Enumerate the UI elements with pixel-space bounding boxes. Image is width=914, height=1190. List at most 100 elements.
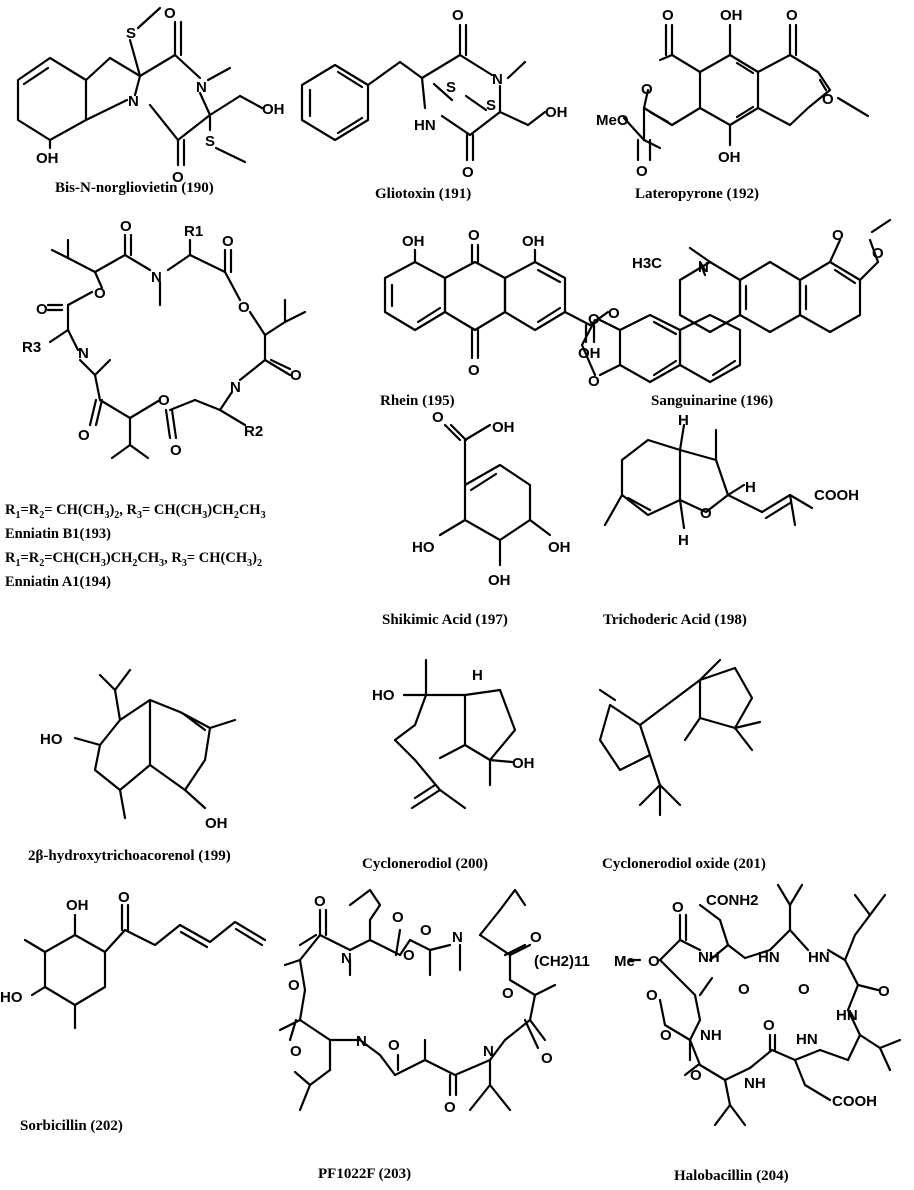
structure-202: OH O HO (0, 889, 267, 1030)
structure-201 (598, 658, 762, 817)
atom-o: O (646, 987, 658, 1004)
atom-o: O (700, 505, 712, 522)
atom-n: N (341, 950, 352, 967)
atom-o: O (420, 922, 432, 939)
atom-o: O (502, 985, 514, 1002)
atom-nh: NH (744, 1075, 766, 1092)
atom-o: O (786, 7, 798, 24)
atom-o: O (452, 7, 464, 24)
atom-s: S (205, 133, 215, 150)
atom-conh2: CONH2 (706, 892, 759, 909)
structure-203: N O N O O O O O N O O N O O O (278, 888, 557, 1116)
atom-ho: HO (40, 731, 63, 748)
atom-o: O (78, 427, 90, 444)
atom-nh: NH (698, 949, 720, 966)
atom-o: O (530, 929, 542, 946)
atom-s: S (486, 97, 496, 114)
structure-190: O N N S S O OH OH (16, 5, 285, 186)
atom-o: O (118, 889, 130, 906)
atom-o: O (170, 442, 182, 459)
caption-191: Gliotoxin (191) (375, 186, 472, 202)
atom-oh: OH (720, 7, 743, 24)
atom-o: O (432, 409, 444, 426)
atom-hn: HN (836, 1007, 858, 1024)
atom-oh: OH (36, 150, 59, 167)
atom-meo: MeO (596, 112, 629, 129)
enniatin-b1-formula: R1=R2= CH(CH3)2, R3= CH(CH3)CH2CH3 (5, 502, 266, 521)
enniatin-a1-name: Enniatin A1(194) (5, 574, 111, 590)
atom-o: O (763, 1017, 775, 1034)
atom-s: S (126, 25, 136, 42)
atom-o: O (462, 164, 474, 181)
atom-n: N (356, 1033, 367, 1050)
atom-o: O (392, 909, 404, 926)
caption-197: Shikimic Acid (197) (382, 612, 508, 628)
atom-hn: HN (758, 949, 780, 966)
atom-s: S (446, 79, 456, 96)
atom-oh: OH (492, 419, 515, 436)
atom-o: O (662, 7, 674, 24)
atom-o: O (588, 373, 600, 390)
caption-200: Cyclonerodiol (200) (362, 856, 488, 872)
atom-oh: OH (205, 815, 228, 832)
atom-hn: HN (796, 1031, 818, 1048)
atom-h: H (745, 479, 756, 496)
atom-o: O (288, 977, 300, 994)
enniatin-b1-name: Enniatin B1(193) (5, 526, 111, 542)
atom-o: O (238, 299, 250, 316)
enniatin-a1-formula: R1=R2=CH(CH3)CH2CH3, R3= CH(CH3)2 (5, 550, 262, 569)
atom-o: O (641, 81, 653, 98)
caption-196: Sanguinarine (196) (651, 393, 774, 409)
atom-ho: HO (0, 989, 23, 1006)
enniatin-r1: R1 (184, 223, 203, 240)
atom-o: O (672, 899, 684, 916)
atom-oh: OH (548, 539, 571, 556)
structure-195: OH O OH O O OH (383, 227, 620, 379)
atom-o: O (158, 392, 170, 409)
atom-ho: HO (372, 687, 395, 704)
atom-o: O (648, 953, 660, 970)
atom-o: O (94, 285, 106, 302)
atom-n: N (483, 1043, 494, 1060)
structure-200: HO H OH (372, 658, 535, 810)
atom-n: N (452, 929, 463, 946)
atom-n: N (492, 71, 503, 88)
enniatin-r3: R3 (22, 339, 41, 356)
atom-o: O (444, 1099, 456, 1116)
atom-o: O (468, 362, 480, 379)
atom-o: O (468, 227, 480, 244)
caption-199: 2β-hydroxytrichoacorenol (199) (28, 848, 231, 864)
atom-o: O (822, 91, 834, 108)
atom-h3c: H3C (632, 255, 662, 272)
caption-195: Rhein (195) (380, 393, 455, 409)
atom-me: Me (614, 953, 635, 970)
structure-204: CONH2 O NH HN HN O O O HN HN O COOH NH O… (534, 883, 902, 1127)
atom-oh: OH (512, 755, 535, 772)
atom-hn: HN (808, 949, 830, 966)
atom-o: O (388, 1037, 400, 1054)
atom-n: N (128, 93, 139, 110)
atom-o: O (290, 1043, 302, 1060)
caption-202: Sorbicillin (202) (20, 1118, 123, 1134)
atom-n: N (698, 259, 709, 276)
caption-190: Bis-N-norgliovietin (190) (55, 180, 214, 196)
atom-o: O (690, 1067, 702, 1084)
atom-n: N (151, 269, 162, 286)
atom-oh: OH (66, 897, 89, 914)
atom-o: O (738, 981, 750, 998)
caption-203: PF1022F (203) (318, 1166, 412, 1182)
caption-198: Trichoderic Acid (198) (603, 612, 747, 628)
atom-o: O (798, 981, 810, 998)
atom-oh: OH (402, 233, 425, 250)
atom-ho: HO (412, 539, 435, 556)
structure-191: O N S S HN O OH (300, 7, 568, 181)
structure-193-194: O N R1 O O O N R2 O O O N R3 O O (22, 218, 307, 460)
structure-196: N H3C O O O O (580, 218, 892, 390)
atom-o: O (608, 305, 620, 322)
atom-ch2-11: (CH2)11 (534, 953, 590, 970)
caption-201: Cyclonerodiol oxide (201) (602, 856, 766, 872)
atom-o: O (403, 947, 415, 964)
atom-n: N (78, 345, 89, 362)
structure-198: H H H O COOH (603, 412, 859, 549)
